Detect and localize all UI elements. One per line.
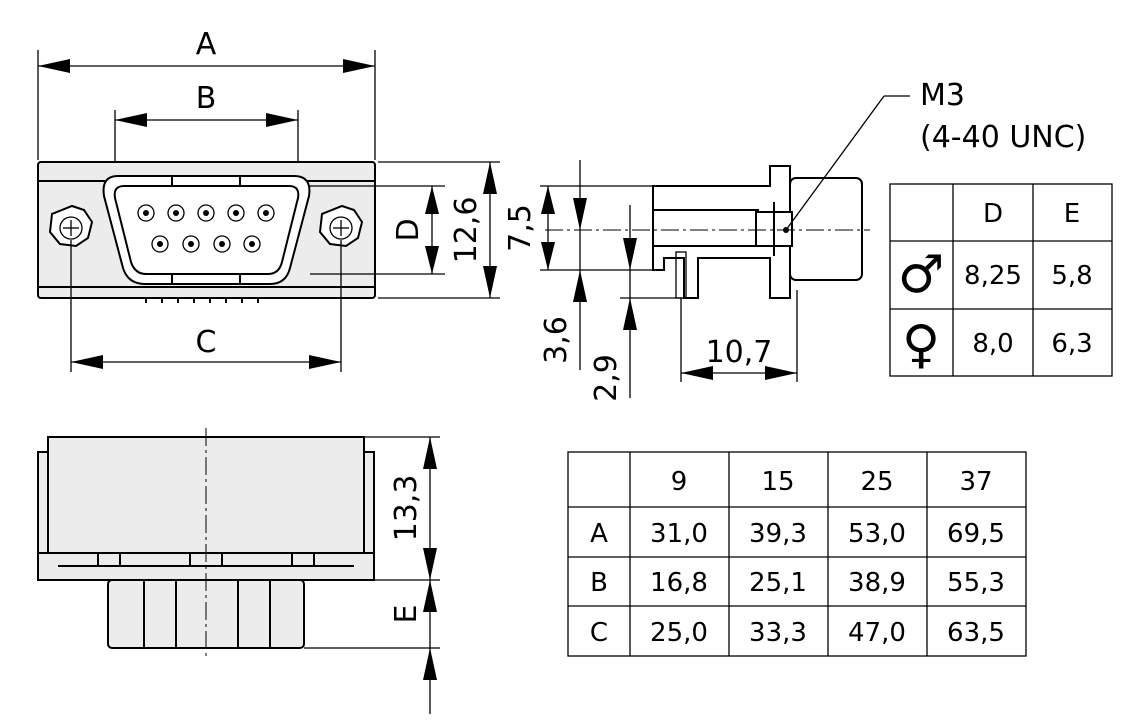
table-cell: 25,0 [650,618,708,648]
dimension-2-9-label: 2,9 [589,354,624,402]
male-e-value: 5,8 [1051,261,1092,291]
table-cell: 39,3 [749,519,807,549]
size-table: 9 15 25 37 A 31,0 39,3 53,0 69,5 B 16,8 … [567,451,1027,657]
screw-lock-right-icon [318,204,364,248]
gender-table: D E ♂ 8,25 5,8 ♀ 8,0 6,3 [889,183,1113,377]
dimension-d: D [310,185,445,275]
dimension-b-label: B [196,81,217,116]
table-cell: 31,0 [650,519,708,549]
dimension-7-5: 7,5 [503,185,653,271]
size-header-9: 9 [671,467,688,497]
table-cell: 16,8 [650,568,708,598]
gender-header-d: D [983,199,1003,229]
pin-row-top [137,204,275,222]
female-d-value: 8,0 [972,329,1013,359]
dimension-10-7: 10,7 [680,290,798,382]
gender-header-e: E [1064,199,1080,229]
table-cell: 25,1 [749,568,807,598]
d-sub-shell [102,175,311,285]
dimension-3-6: 3,6 [539,160,587,370]
dimension-13-3-label: 13,3 [389,475,424,542]
table-cell: 47,0 [848,618,906,648]
table-cell: 38,9 [848,568,906,598]
dimension-height: 12,6 [378,161,500,299]
size-header-25: 25 [860,467,893,497]
dimension-2-9: 2,9 [589,205,684,402]
female-symbol-icon: ♀ [902,315,940,375]
dimension-10-7-label: 10,7 [706,335,773,370]
thread-unc-label: (4-40 UNC) [920,120,1086,155]
row-label-b: B [590,568,608,598]
size-header-15: 15 [761,467,794,497]
front-view: A B [37,27,500,372]
dimension-b: B [114,81,299,195]
table-cell: 69,5 [947,519,1005,549]
table-cell: 33,3 [749,618,807,648]
row-label-c: C [590,618,608,648]
threaded-nut [789,177,863,281]
dimension-3-6-label: 3,6 [539,316,574,364]
bottom-view: 13,3 E [37,428,440,714]
size-header-37: 37 [959,467,992,497]
dimension-e-label: E [389,605,424,624]
female-e-value: 6,3 [1051,329,1092,359]
dimension-d-label: D [391,218,426,241]
pin-row-bottom [151,235,261,253]
dimension-13-3: 13,3 [364,436,440,581]
screw-lock-left-icon [48,204,94,248]
dimension-7-5-label: 7,5 [503,204,538,252]
dimension-c-label: C [196,325,217,360]
thread-metric-label: M3 [920,78,965,113]
table-cell: 55,3 [947,568,1005,598]
male-symbol-icon: ♂ [898,245,945,305]
table-cell: 63,5 [947,618,1005,648]
male-d-value: 8,25 [964,261,1022,291]
dimension-a-label: A [196,27,217,62]
row-label-a: A [590,519,608,549]
table-cell: 53,0 [848,519,906,549]
dimension-height-label: 12,6 [449,197,484,264]
dimension-e: E [304,580,440,714]
dimension-a: A [37,27,376,160]
side-view: M3 (4-40 UNC) 7,5 3,6 2,9 [503,78,1086,402]
dimension-c: C [70,240,342,372]
thread-leader-line [785,95,885,231]
